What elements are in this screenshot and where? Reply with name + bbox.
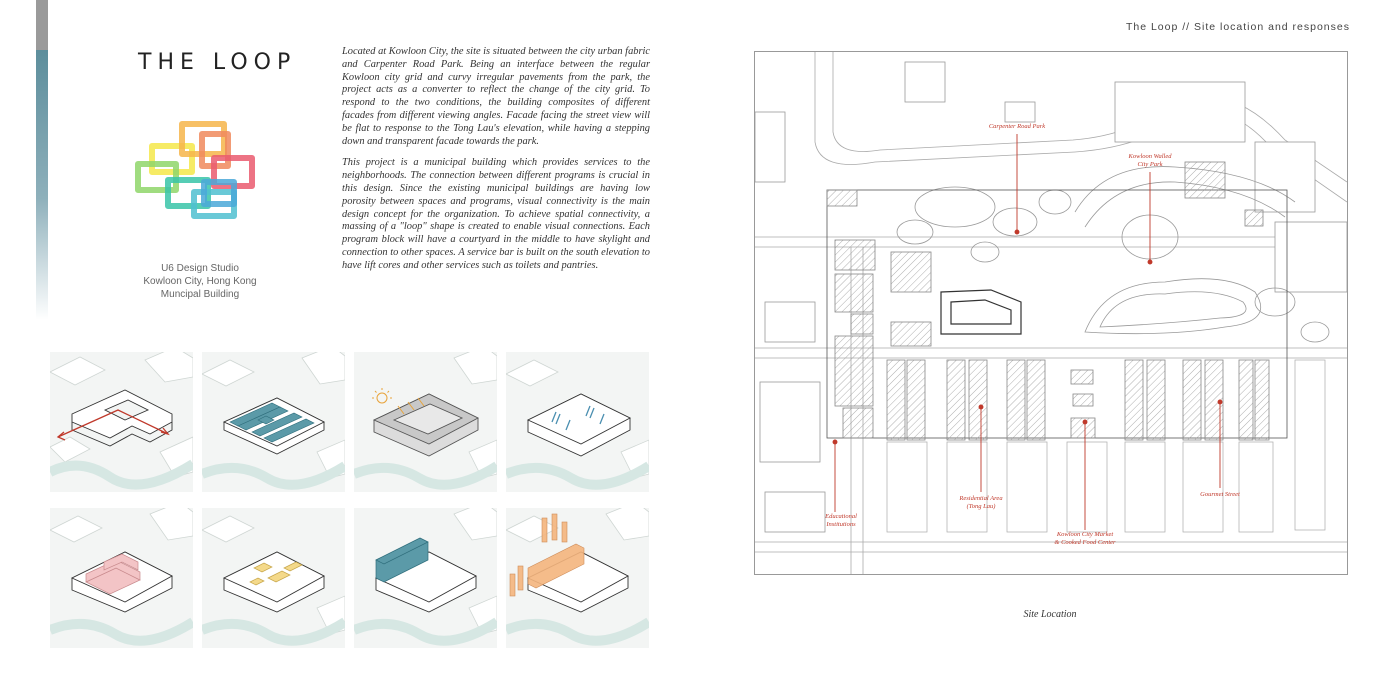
edge-bar-grey (36, 0, 48, 50)
studio-info: U6 Design Studio Kowloon City, Hong Kong… (120, 262, 280, 301)
diagram-service-bar (354, 508, 497, 648)
map-label-res-1: Residential Area (958, 495, 1002, 502)
map-label-walled-2: City Park (1137, 161, 1162, 168)
map-label-edu-1: Educational (824, 513, 857, 520)
description-paragraph: This project is a municipal building whi… (342, 157, 650, 271)
studio-line: Kowloon City, Hong Kong (143, 276, 257, 287)
sun-light-icon (354, 352, 497, 490)
site-map: Carpenter Road Park Kowloon Walled City … (754, 51, 1348, 575)
map-label-walled-1: Kowloon Walled (1128, 153, 1173, 160)
diagram-facade (506, 508, 649, 648)
orange-facade-icon (506, 508, 649, 646)
diagram-sunlight (354, 352, 497, 492)
diagram-pink-program (50, 508, 193, 648)
edge-bar-teal (36, 50, 48, 320)
concept-diagrams (50, 352, 650, 648)
page-title: THE LOOP (138, 50, 297, 75)
page-header: The Loop // Site location and responses (1125, 21, 1350, 33)
logo-ring (201, 179, 237, 207)
diagram-yellow-program (202, 508, 345, 648)
teal-service-bar-icon (354, 508, 497, 646)
map-label-carpenter: Carpenter Road Park (989, 123, 1045, 130)
loop-logo-icon (135, 121, 255, 219)
diagram-connections (506, 352, 649, 492)
diagram-courtyard (202, 352, 345, 492)
map-label-market-2: & Cooked Food Center (1054, 539, 1116, 546)
diagram-loop (50, 352, 193, 492)
map-label-res-2: (Tong Lau) (967, 503, 996, 510)
loop-arrow-icon (50, 352, 193, 490)
map-caption: Site Location (1023, 609, 1077, 620)
connection-ramps-icon (506, 359, 649, 490)
pink-blocks-icon (50, 508, 193, 646)
map-label-edu-2: Institutions (825, 521, 856, 528)
description: Located at Kowloon City, the site is sit… (342, 46, 650, 282)
loop-logo (130, 112, 270, 224)
yellow-blocks-icon (202, 515, 345, 646)
site-plan-icon: Carpenter Road Park Kowloon Walled City … (754, 52, 1348, 574)
description-paragraph: Located at Kowloon City, the site is sit… (342, 46, 650, 147)
map-label-market-1: Kowloon City Market (1056, 531, 1114, 538)
studio-line: Muncipal Building (160, 289, 240, 300)
map-label-gourmet: Gourmet Street (1200, 491, 1240, 498)
studio-line: U6 Design Studio (161, 263, 239, 274)
courtyard-layout-icon (202, 352, 345, 490)
logo-ring (149, 143, 195, 175)
